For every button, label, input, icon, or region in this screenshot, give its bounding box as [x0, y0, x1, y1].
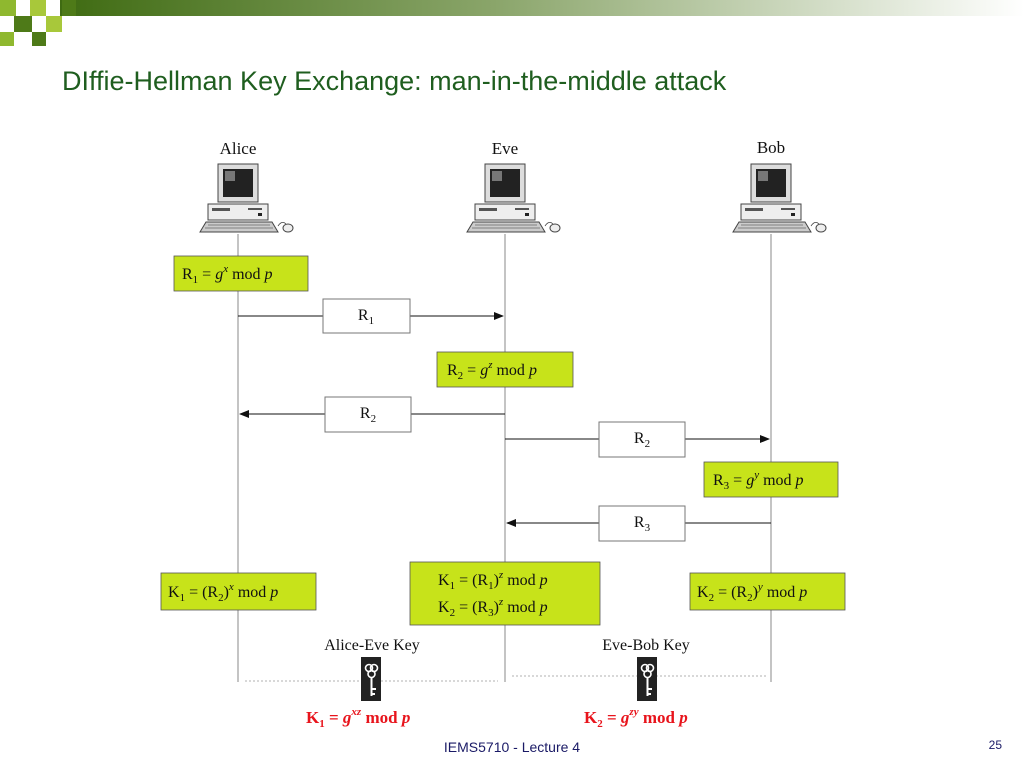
eve-bob-key-label: Eve-Bob Key — [602, 637, 690, 654]
header-square — [46, 16, 62, 32]
message-r3-box — [598, 505, 686, 542]
key-icon — [360, 656, 382, 702]
message-r1-label: R1 — [358, 307, 374, 327]
computer-icon — [732, 163, 827, 233]
message-r2-box — [324, 396, 412, 433]
alice-k1-formula: K1 = (R2)x mod p — [168, 581, 278, 604]
alice-r1-formula-box — [173, 255, 309, 292]
alice-r1-formula: R1 = gx mod p — [182, 263, 273, 286]
key-icon — [636, 656, 658, 702]
bob-k2-formula: K2 = (R2)y mod p — [697, 581, 807, 604]
participant-bob-label: Bob — [757, 138, 785, 157]
eve-k1-formula: K1 = (R1)z mod p — [438, 569, 548, 592]
alice-eve-key-label: Alice-Eve Key — [324, 637, 420, 654]
message-r1-box — [322, 298, 411, 334]
slide-title: DIffie-Hellman Key Exchange: man-in-the-… — [62, 66, 727, 96]
header-square — [62, 0, 76, 16]
header-square — [14, 16, 32, 32]
header-decoration — [0, 0, 1024, 46]
computer-icon — [199, 163, 294, 233]
footer-course-label: IEMS5710 - Lecture 4 — [443, 739, 581, 755]
message-r2-label: R2 — [634, 430, 650, 450]
participant-alice-label: Alice — [220, 139, 257, 158]
eve-r2-formula-box — [436, 351, 574, 388]
eve-keys-formula-box — [409, 561, 601, 626]
header-square — [0, 0, 16, 16]
eve-k2-formula: K2 = (R3)z mod p — [438, 596, 548, 619]
bob-k2-formula-box — [689, 572, 846, 611]
message-r2-box — [598, 421, 686, 458]
page-number: 25 — [988, 738, 1002, 752]
computer-icon — [466, 163, 561, 233]
header-square — [0, 32, 14, 46]
bob-r3-formula: R3 = gy mod p — [713, 469, 804, 492]
participant-eve-label: Eve — [492, 139, 518, 158]
message-r2-label: R2 — [360, 405, 376, 425]
header-square — [30, 0, 46, 16]
bob-r3-formula-box — [703, 461, 839, 498]
header-square — [32, 32, 46, 46]
alice-k1-formula-box — [160, 572, 317, 611]
eve-r2-formula: R2 = gz mod p — [447, 359, 537, 382]
alice-eve-key-formula: K1 = gxz mod p — [306, 706, 410, 730]
message-r3-label: R3 — [634, 514, 651, 534]
eve-bob-key-formula: K2 = gzy mod p — [584, 706, 688, 730]
